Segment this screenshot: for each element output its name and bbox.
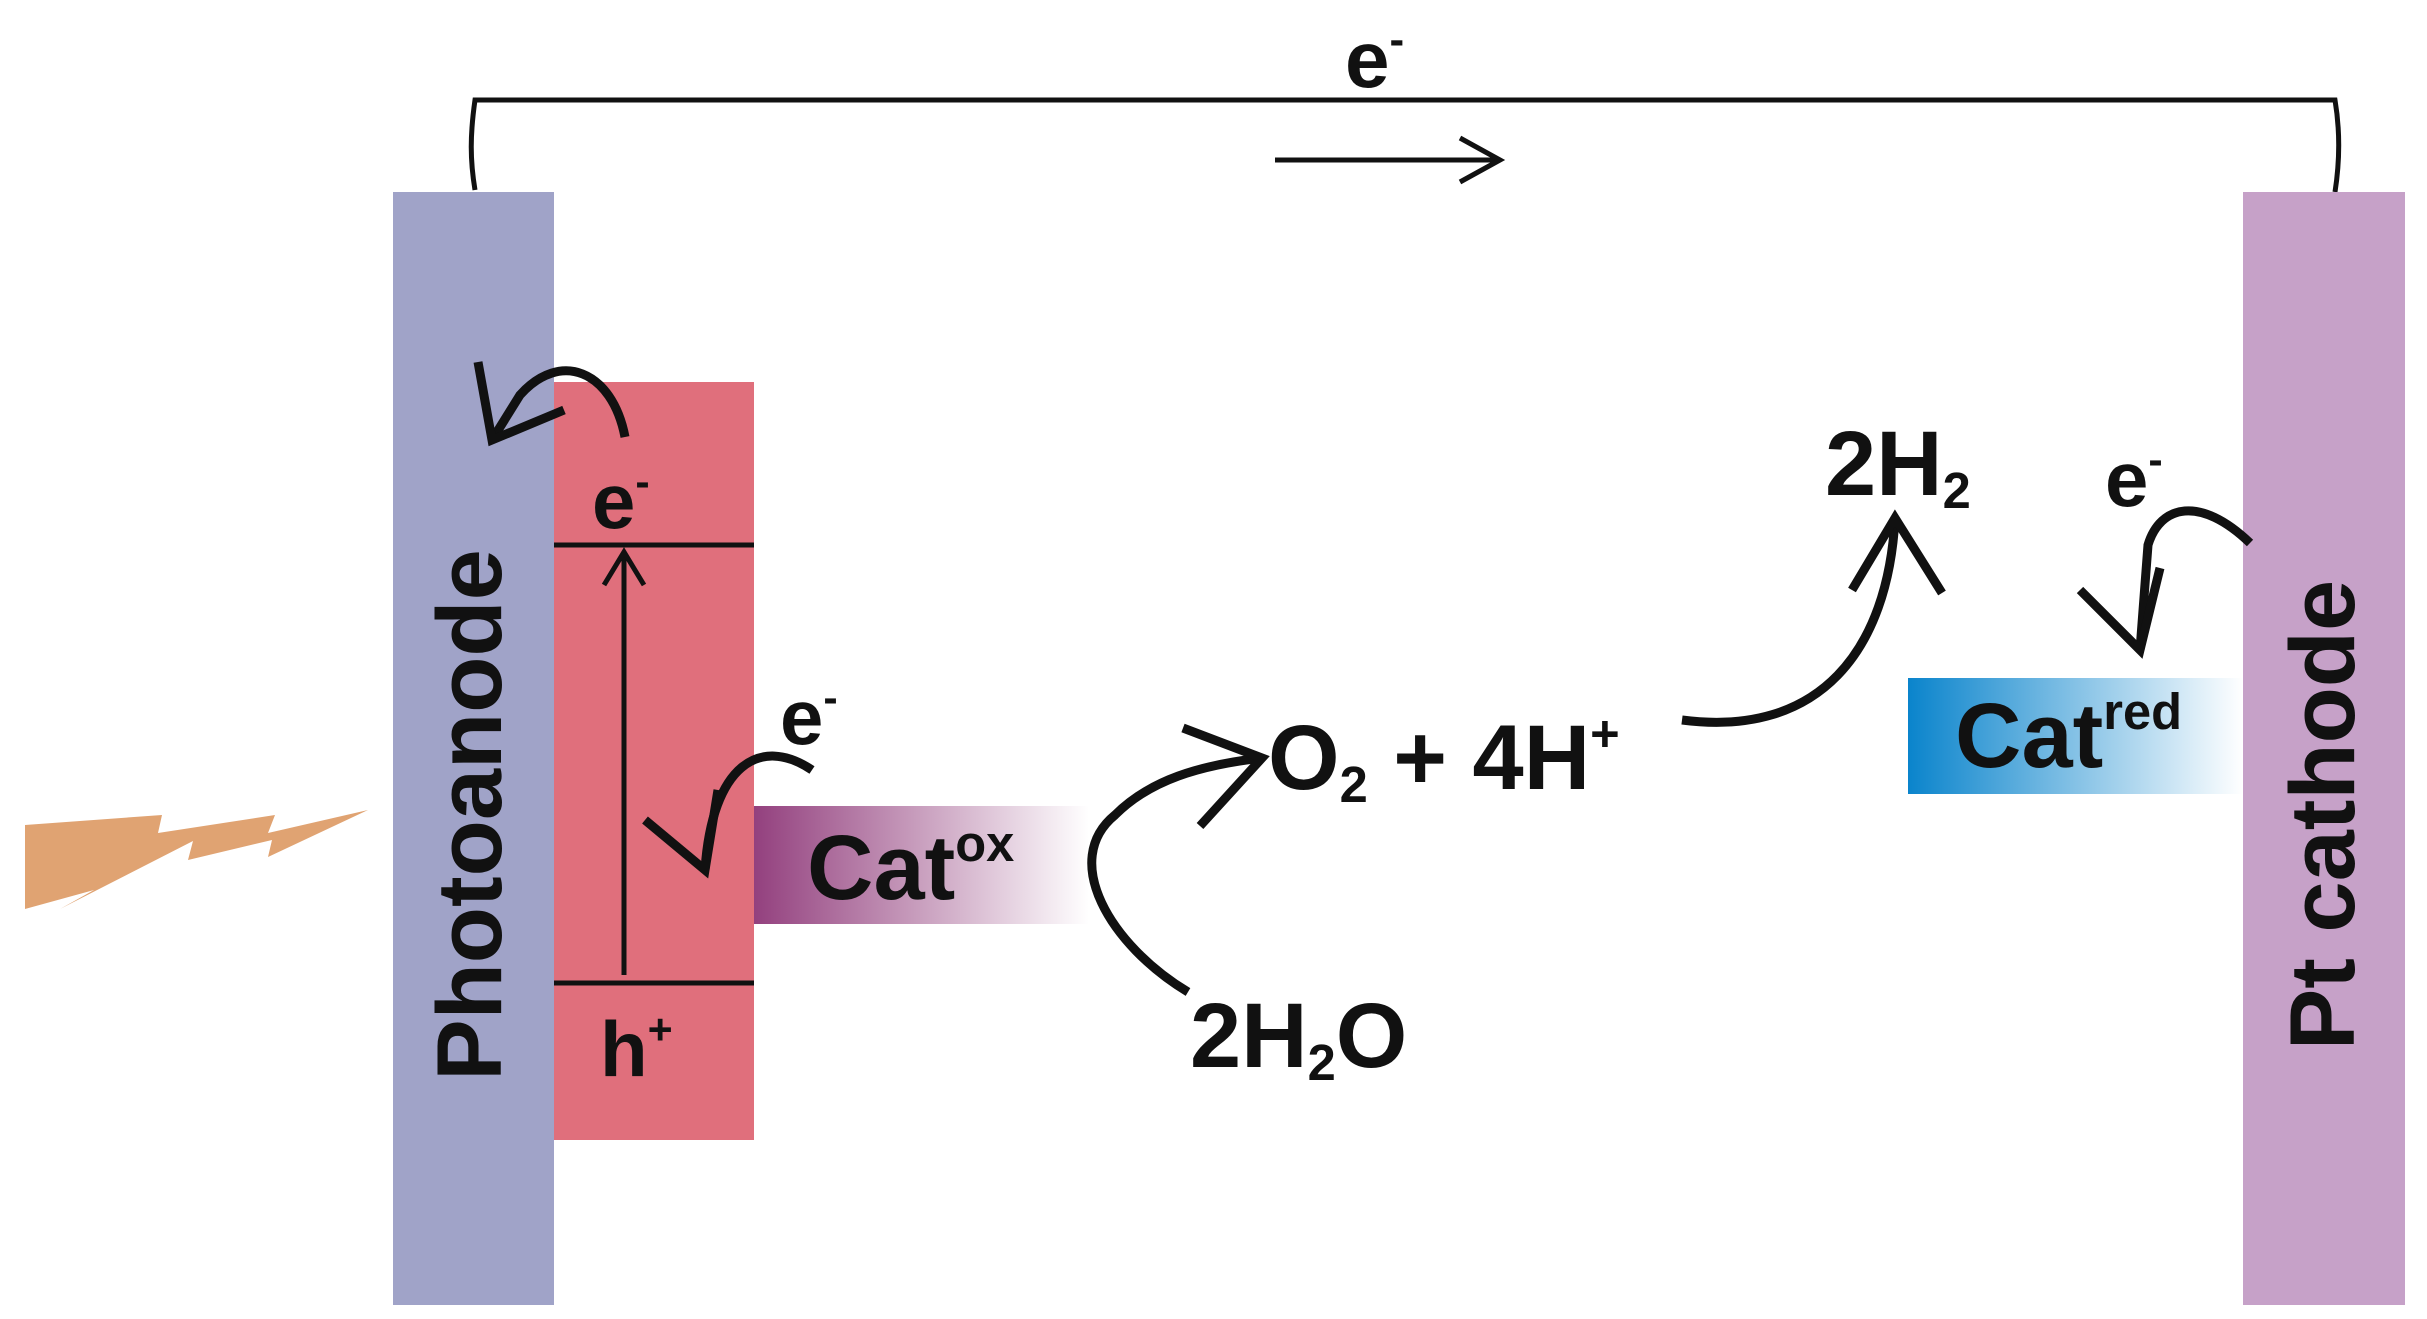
light-bolt-icon (25, 810, 368, 909)
cat-red-layer (1908, 678, 2243, 794)
catalyst-electron-label: e- (780, 673, 838, 761)
hole-transfer-arrow (642, 751, 815, 879)
oxygen-protons-label: O2 + 4H+ (1268, 705, 1620, 813)
photoanode-label: Photoanode (419, 549, 521, 1081)
water-label: 2H2O (1190, 985, 1408, 1091)
valence-band-hole-label: h+ (600, 1005, 673, 1093)
semiconductor-layer (554, 382, 754, 1140)
excitation-arrow (601, 547, 647, 975)
water-oxidation-arrow (1087, 723, 1270, 996)
cat-ox-layer (754, 806, 1089, 924)
electron-injection-arrow (473, 361, 630, 447)
circuit-wire (468, 97, 2342, 193)
pt-cathode-label: Pt cathode (2272, 579, 2374, 1051)
conduction-band-electron-label: e- (592, 457, 650, 545)
proton-reduction-arrow (1681, 509, 1946, 727)
circuit-flow-arrow (1275, 135, 1506, 185)
cat-red-label: Catred (1955, 683, 2182, 787)
cat-ox-label: Catox (807, 815, 1015, 919)
cathode-electron-arrow (2076, 506, 2254, 659)
hydrogen-label: 2H2 (1825, 413, 1971, 519)
cathode-electron-label: e- (2105, 435, 2163, 523)
photoanode-electrode (393, 192, 554, 1305)
pt-cathode-electrode (2243, 192, 2405, 1305)
circuit-electron-label: e- (1345, 15, 1405, 104)
